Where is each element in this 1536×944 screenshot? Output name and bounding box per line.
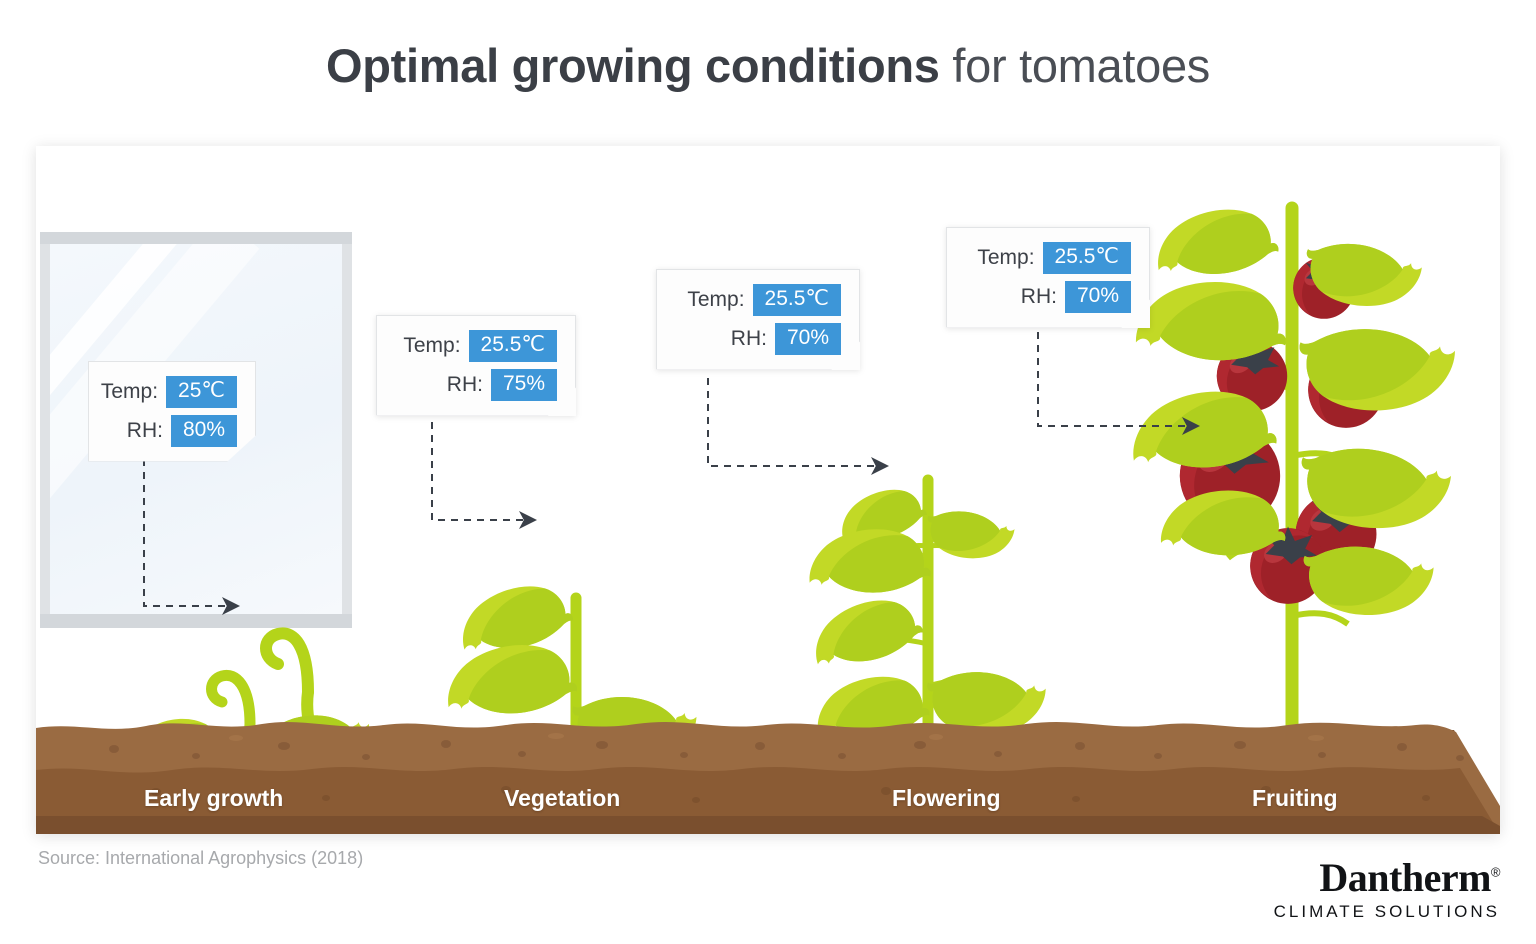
rh-label: RH: xyxy=(446,372,483,396)
stage-label-fruiting: Fruiting xyxy=(1252,785,1338,811)
logo-brand-text: Dantherm xyxy=(1319,855,1491,900)
callout-row-rh: RH: 80% xyxy=(105,414,237,447)
callout-flowering[interactable]: Temp: 25.5℃ RH: 70% xyxy=(656,269,860,370)
page-title: Optimal growing conditions for tomatoes xyxy=(0,38,1536,93)
stage-label-vegetation: Vegetation xyxy=(504,785,621,811)
rh-value: 70% xyxy=(1064,280,1131,313)
rh-value: 80% xyxy=(170,414,237,447)
callout-row-rh: RH: 70% xyxy=(963,280,1131,313)
callout-row-temp: Temp: 25.5℃ xyxy=(963,242,1131,274)
rh-value: 70% xyxy=(774,322,841,355)
rh-value: 75% xyxy=(490,368,557,401)
logo-tagline: CLIMATE SOLUTIONS xyxy=(1273,902,1500,921)
callout-row-rh: RH: 75% xyxy=(393,368,557,401)
callout-row-temp: Temp: 25.5℃ xyxy=(393,330,557,362)
stage-label-early-growth: Early growth xyxy=(144,785,284,811)
callout-fruiting[interactable]: Temp: 25.5℃ RH: 70% xyxy=(946,227,1150,328)
soil-band xyxy=(36,721,1500,834)
dantherm-logo: Dantherm® CLIMATE SOLUTIONS xyxy=(1273,858,1501,922)
page-title-strong: Optimal growing conditions xyxy=(325,39,940,92)
callout-row-rh: RH: 70% xyxy=(673,322,841,355)
window-sill-top xyxy=(40,232,352,244)
callout-vegetation[interactable]: Temp: 25.5℃ RH: 75% xyxy=(376,315,576,416)
window-sill-bottom xyxy=(40,614,352,628)
infographic-card: Temp: 25℃ RH: 80% Temp: 25.5℃ RH: 75% xyxy=(36,146,1500,834)
logo-brand-row: Dantherm® xyxy=(1319,858,1500,898)
page-title-light: for tomatoes xyxy=(939,39,1210,92)
rh-label: RH: xyxy=(126,418,163,442)
callout-row-temp: Temp: 25.5℃ xyxy=(673,284,841,316)
rh-label: RH: xyxy=(730,326,767,350)
callout-early-growth[interactable]: Temp: 25℃ RH: 80% xyxy=(88,361,256,462)
temp-label: Temp: xyxy=(977,245,1035,269)
temp-value: 25℃ xyxy=(166,376,237,408)
source-note: Source: International Agrophysics (2018) xyxy=(38,848,364,868)
rh-label: RH: xyxy=(1020,284,1057,308)
registered-trademark-icon: ® xyxy=(1490,864,1501,880)
temp-value: 25.5℃ xyxy=(468,330,557,362)
temp-value: 25.5℃ xyxy=(752,284,841,316)
callout-row-temp: Temp: 25℃ xyxy=(101,376,237,408)
temp-label: Temp: xyxy=(687,287,745,311)
temp-label: Temp: xyxy=(403,333,461,357)
temp-label: Temp: xyxy=(100,379,159,403)
stage-label-flowering: Flowering xyxy=(892,785,1001,811)
temp-value: 25.5℃ xyxy=(1042,242,1131,274)
